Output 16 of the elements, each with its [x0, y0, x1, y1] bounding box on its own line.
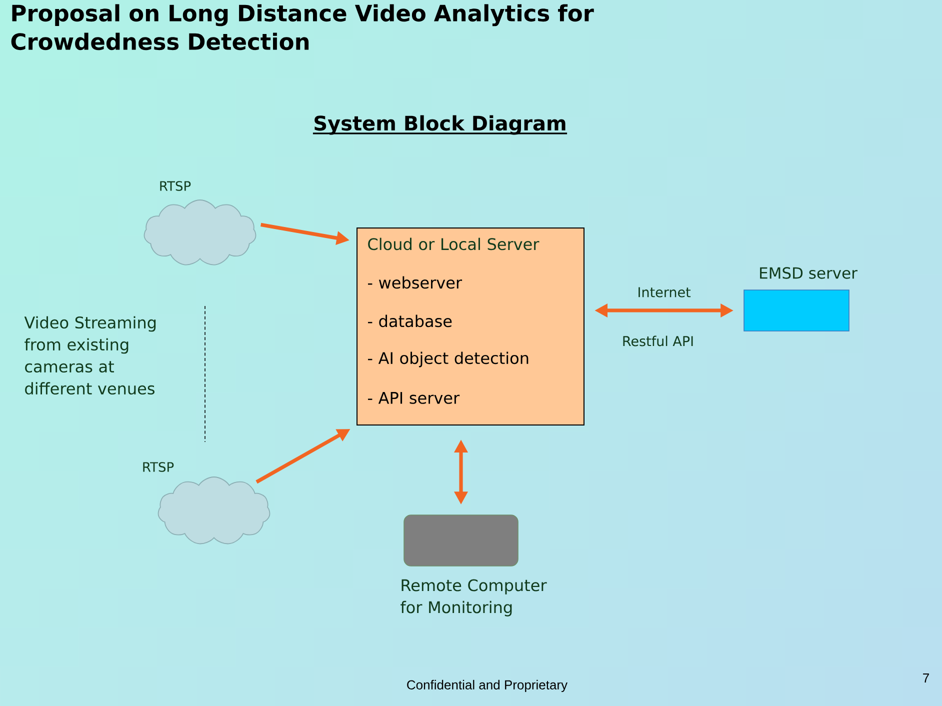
- text-label: Restful API: [623, 336, 693, 346]
- slide-title: Proposal on Long Distance Video Analytics for Crowdedness Detection: [11, 4, 594, 50]
- node-label: RTSP: [143, 462, 174, 472]
- list-item: - database: [368, 314, 452, 328]
- box-heading: Cloud or Local Server: [368, 238, 540, 250]
- side-note: Video Streaming from existing cameras at different venues: [24, 316, 156, 395]
- diagram-heading: System Block Diagram: [312, 115, 568, 135]
- list-item: - API server: [368, 392, 460, 404]
- page-number: 7: [923, 674, 929, 682]
- list-item: - AI object detection: [368, 352, 528, 368]
- box-label: EMSD server: [760, 267, 858, 279]
- edge-label: Internet: [638, 287, 691, 298]
- node-label: Remote Computer for Monitoring: [400, 579, 547, 616]
- node-label: RTSP: [160, 181, 191, 191]
- list-item: - webserver: [368, 276, 462, 289]
- footer-text: Confidential and Proprietary: [407, 680, 568, 692]
